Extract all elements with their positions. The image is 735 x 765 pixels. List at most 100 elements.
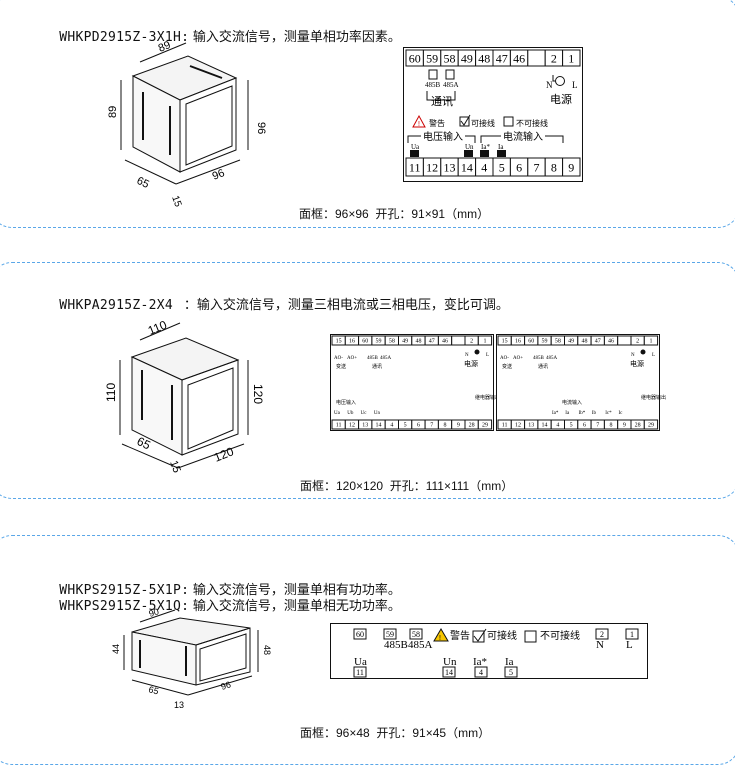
terminal-number: 29 <box>648 423 654 429</box>
terminal-number: 15 <box>336 339 342 345</box>
terminal-number: 48 <box>478 51 490 65</box>
terminal-number: 47 <box>595 339 601 345</box>
label-485b: 485B <box>533 356 545 361</box>
model-description: 输入交流信号，测量单相无功功率。 <box>189 598 401 613</box>
terminal-number: 60 <box>356 630 364 639</box>
label-comm: 通讯 <box>372 363 382 370</box>
label-relay-output: 继电器输出 <box>641 394 666 401</box>
terminal-box <box>477 419 493 430</box>
terminal-number: 58 <box>444 51 456 65</box>
terminal-number: 60 <box>528 339 534 345</box>
signal-ua: Ua <box>411 143 420 151</box>
signal-ia-star: Ia* <box>481 143 490 151</box>
terminal-box <box>643 335 659 346</box>
checked-box-icon <box>459 116 470 127</box>
terminal-box <box>625 628 639 640</box>
terminal-number: 4 <box>481 160 487 174</box>
terminal-number: 5 <box>570 423 573 429</box>
terminal-number: 11 <box>336 423 342 429</box>
terminal-box <box>451 335 466 346</box>
warning-triangle-icon <box>412 114 426 128</box>
empty-box-icon <box>524 630 537 643</box>
terminal-number: 6 <box>583 423 586 429</box>
terminal-number: 13 <box>444 160 456 174</box>
terminal-number: 1 <box>568 51 574 65</box>
signal-ia-star: Ia* <box>473 656 487 668</box>
label-l: L <box>626 639 633 651</box>
terminal-box <box>562 157 581 177</box>
terminal-number: 46 <box>608 339 614 345</box>
label-power: 电源 <box>630 359 644 368</box>
label-485a: 485A <box>408 639 433 651</box>
label-l: L <box>572 80 578 90</box>
label-485b: 485B <box>425 81 441 89</box>
section1-title: WHKPD2915Z-3X1H: 输入交流信号，测量单相功率因素。 <box>52 11 401 45</box>
model-code: WHKPD2915Z-3X1H: <box>59 30 190 45</box>
terminal-number: 1 <box>649 339 652 345</box>
terminal-number: 29 <box>482 423 488 429</box>
terminal-number: 14 <box>542 423 548 429</box>
label-485b: 485B <box>367 356 379 361</box>
checked-box-icon <box>472 630 485 643</box>
terminal-number: 59 <box>386 630 394 639</box>
group-current: 电流输入 <box>503 130 543 143</box>
terminal-box <box>442 666 456 678</box>
signal-label: Un <box>374 411 381 416</box>
label-power: 电源 <box>550 92 572 106</box>
empty-box-icon <box>503 116 514 127</box>
section3-caption: 面框：96×48 开孔：91×45（mm） <box>300 726 491 740</box>
section1-caption: 面框：96×96 开孔：91×91（mm） <box>299 207 490 221</box>
terminal-number: 14 <box>445 668 453 677</box>
label-ao-plus: AO+ <box>347 356 357 361</box>
signal-un: Un <box>465 143 474 151</box>
terminal-number: 5 <box>509 668 513 677</box>
terminal-number: 58 <box>389 339 395 345</box>
signal-label: Uc <box>361 411 368 416</box>
label-n: N <box>631 353 635 358</box>
legend-not-wireable: 不可接线 <box>516 118 548 128</box>
power-symbol-icon <box>555 76 565 86</box>
signal-ia: Ia <box>505 656 514 668</box>
terminal-box <box>527 49 546 67</box>
signal-label: Ia* <box>552 411 559 416</box>
svg-text:!: ! <box>439 635 441 642</box>
terminal-box <box>409 628 423 640</box>
signal-label: Ub <box>347 411 354 416</box>
terminal-number: 1 <box>483 339 486 345</box>
signal-label: Ic* <box>605 411 612 416</box>
terminal-number: 11 <box>356 668 364 677</box>
terminal-box <box>617 335 632 346</box>
label-comm: 通讯 <box>538 363 548 370</box>
terminal-number: 9 <box>568 160 574 174</box>
terminal-number: 9 <box>623 423 626 429</box>
terminal-number: 7 <box>596 423 599 429</box>
terminal-number: 58 <box>412 630 420 639</box>
terminal-box <box>595 628 609 640</box>
signal-ia: Ia <box>498 143 504 151</box>
terminal-number: 4 <box>556 423 559 429</box>
group-voltage: 电压输入 <box>423 130 463 143</box>
label-n: N <box>465 353 469 358</box>
terminal-number: 11 <box>502 423 508 429</box>
label-485b: 485B <box>384 639 408 651</box>
section3-title-1: WHKPS2915Z-5X1P: 输入交流信号，测量单相有功功率。 <box>52 564 401 598</box>
signal-label: Ua <box>334 411 341 416</box>
terminal-number: 15 <box>502 339 508 345</box>
label-power: 电源 <box>464 359 478 368</box>
terminal-number: 14 <box>376 423 382 429</box>
terminal-number: 47 <box>496 51 508 65</box>
terminal-number: 6 <box>417 423 420 429</box>
signal-label: Ib <box>592 411 597 416</box>
terminal-number: 58 <box>555 339 561 345</box>
section-three-phase <box>0 262 735 499</box>
terminal-number: 4 <box>479 668 483 677</box>
legend-warning: 警告 <box>429 118 445 128</box>
terminal-number: 59 <box>426 51 438 65</box>
model-description: 输入交流信号，测量单相功率因素。 <box>189 29 401 44</box>
terminal-box <box>477 335 493 346</box>
terminal-number: 16 <box>349 339 355 345</box>
terminal-number: 60 <box>409 51 421 65</box>
